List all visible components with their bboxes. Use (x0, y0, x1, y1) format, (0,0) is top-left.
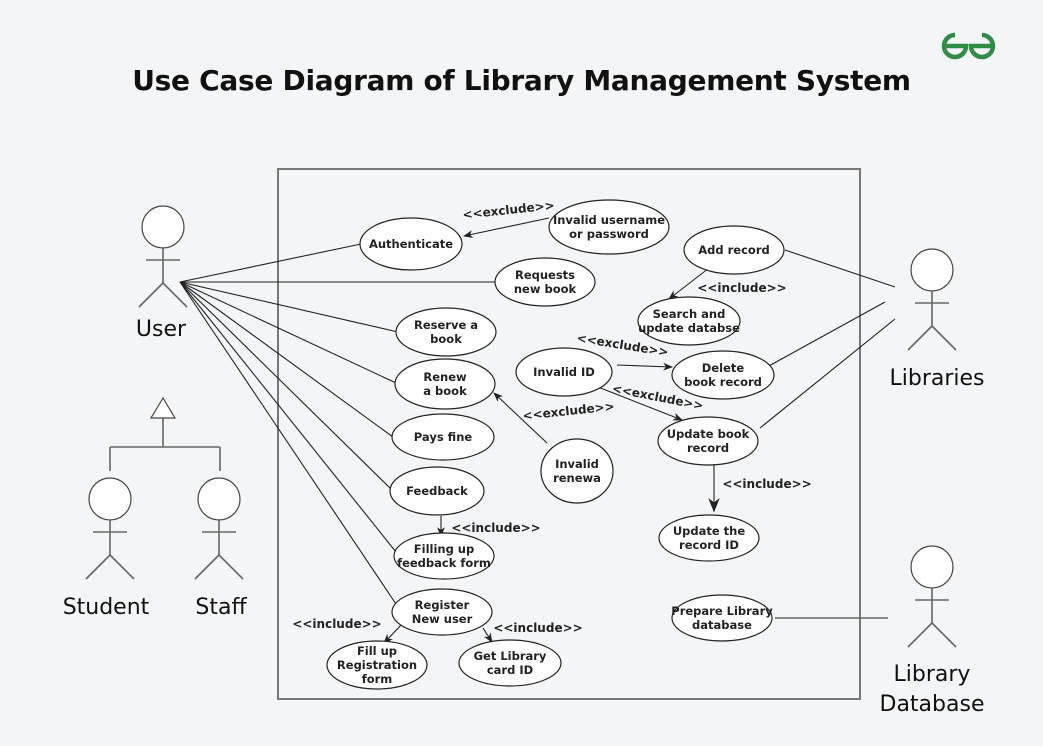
actor-label-student: Student (63, 595, 150, 620)
use-case-label: a book (423, 384, 467, 398)
use-case-ellipse (458, 639, 562, 687)
use-case-label: Fill up (357, 644, 397, 658)
exclude-label: <<exclude>> (522, 399, 616, 423)
use-case-label: Registration (337, 658, 417, 672)
use-case-ellipse (359, 217, 463, 271)
use-case-ellipse (515, 347, 613, 397)
libraries-associations (759, 249, 896, 619)
actor-label-libraries: Libraries (889, 366, 984, 391)
actor-user[interactable]: User (136, 205, 188, 342)
include-label: <<include>> (493, 621, 582, 635)
use-case-label: or password (569, 227, 649, 241)
system-boundary (277, 168, 861, 700)
use-case-label: form (362, 672, 393, 686)
use-case-label: Update the (673, 524, 746, 538)
use-case-label: renewa (553, 471, 601, 485)
use-case-ellipse (389, 466, 485, 516)
use-case-label: card ID (487, 663, 533, 677)
use-case-label: Filling up (414, 542, 474, 556)
use-case-label: Register (415, 598, 470, 612)
use-case-label: Renew (423, 370, 467, 384)
use-case-add-record[interactable]: Add record (683, 225, 785, 275)
use-case-label: Pays fine (414, 430, 473, 444)
use-case-label: Authenticate (369, 237, 453, 251)
use-case-ellipse (540, 438, 614, 504)
use-case-label: feedback form (397, 556, 491, 570)
use-case-label: Search and (653, 307, 726, 321)
use-case-ellipse (391, 413, 495, 461)
use-case-ellipse (548, 199, 670, 255)
use-case-label: record ID (679, 538, 739, 552)
use-case-label: Invalid username (553, 213, 665, 227)
include-label: <<include>> (697, 281, 786, 295)
diagram-title: Use Case Diagram of Library Management S… (132, 64, 911, 97)
actor-label-user: User (136, 317, 187, 342)
use-case-label: Invalid (555, 457, 599, 471)
actor-staff[interactable]: Staff (194, 477, 247, 620)
use-case-label: Invalid ID (533, 365, 595, 379)
use-case-label: New user (412, 612, 473, 626)
use-case-label: Feedback (406, 484, 468, 498)
relation-arrows (383, 217, 720, 644)
include-label: <<include>> (722, 477, 811, 491)
use-case-label: Prepare Library (671, 604, 773, 618)
use-case-label: Get Library (474, 649, 547, 663)
actor-label-library-database-line2: Database (880, 692, 985, 717)
use-case-ellipse (494, 257, 596, 307)
use-case-label: book record (684, 375, 762, 389)
use-case-label: Update book (667, 427, 750, 441)
include-label: <<include>> (292, 617, 381, 631)
use-case-ellipse (393, 532, 495, 580)
user-associations (179, 243, 497, 605)
use-case-label: Delete (702, 361, 745, 375)
use-case-ellipse (657, 416, 759, 466)
use-case-label: Reserve a (414, 318, 478, 332)
use-case-ellipse (671, 594, 773, 642)
actor-libraries[interactable]: Libraries (889, 248, 985, 391)
generalization-arrow (109, 396, 221, 471)
use-case-label: Add record (698, 243, 769, 257)
actor-label-library-database-line1: Library (894, 662, 971, 687)
use-case-label: record (687, 441, 729, 455)
exclude-label: <<exclude>> (462, 198, 556, 222)
include-label: <<include>> (451, 521, 540, 535)
use-case-authenticate[interactable]: Authenticate (359, 217, 463, 271)
use-case-label: update databse (638, 321, 740, 335)
use-case-ellipse (637, 296, 741, 346)
gg-logo-icon (941, 32, 996, 60)
actor-student[interactable]: Student (63, 477, 150, 620)
use-case-label: book (430, 332, 462, 346)
use-case-ellipse (395, 307, 497, 357)
use-case-ellipse (394, 358, 496, 410)
actor-label-staff: Staff (195, 595, 247, 620)
use-case-ellipse (671, 350, 775, 400)
use-case-label: Requests (515, 268, 575, 282)
actor-library-database[interactable]: Library Database (880, 545, 985, 717)
use-case-label: new book (514, 282, 577, 296)
use-case-pays-fine[interactable]: Pays fine (391, 413, 495, 461)
use-case-feedback[interactable]: Feedback (389, 466, 485, 516)
use-case-ellipse (326, 640, 428, 690)
use-case-label: database (692, 618, 752, 632)
use-case-ellipse (683, 225, 785, 275)
use-case-ellipse (658, 514, 760, 562)
use-case-ellipse (391, 588, 493, 636)
use-case-invalid-id[interactable]: Invalid ID (515, 347, 613, 397)
